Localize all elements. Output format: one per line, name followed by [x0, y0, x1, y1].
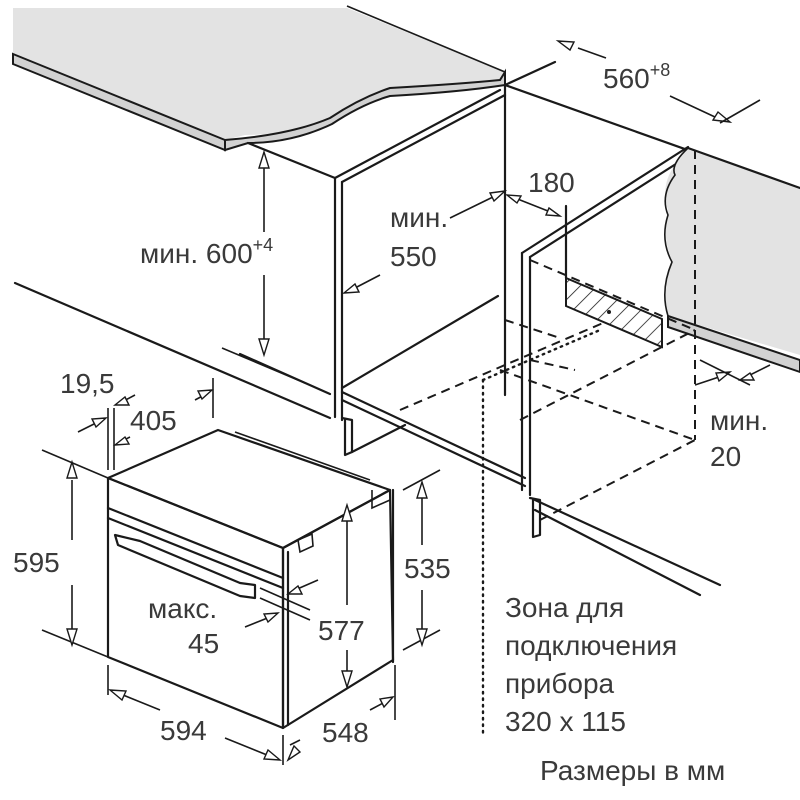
units-note: Размеры в мм — [540, 755, 725, 786]
door-gap-prefix: макс. — [148, 593, 217, 624]
left-countertop — [12, 5, 506, 152]
front-height-label: 595 — [13, 547, 60, 578]
connection-zone-line2: подключения — [505, 630, 677, 661]
niche-width-prefix: мин. — [390, 202, 448, 233]
door-gap-value: 45 — [188, 628, 219, 659]
connection-zone-graphic — [481, 204, 663, 737]
front-width-label: 594 — [160, 715, 207, 746]
body-height-label: 577 — [318, 615, 365, 646]
rear-gap-value: 20 — [710, 441, 741, 472]
front-thickness-label: 19,5 — [60, 368, 115, 399]
niche-depth-label: 560+8 — [603, 60, 670, 94]
oven — [106, 428, 395, 730]
right-cabinet — [520, 145, 692, 539]
connection-zone-line3: прибора — [505, 668, 615, 699]
body-depth-label: 548 — [322, 717, 369, 748]
dimension-labels: 560+8 мин. 600+4 мин. 550 180 мин. 20 19… — [13, 60, 768, 786]
rear-height-label: 535 — [404, 553, 451, 584]
connection-zone-line1: Зона для — [505, 592, 624, 623]
top-depth-label: 405 — [130, 405, 177, 436]
connection-zone-size: 320 x 115 — [505, 706, 626, 737]
rear-gap-prefix: мин. — [710, 405, 768, 436]
dimension-lines — [41, 40, 771, 765]
niche-width-value: 550 — [390, 241, 437, 272]
hidden-niche-outline — [399, 150, 696, 521]
niche-height-label: мин. 600+4 — [140, 235, 273, 269]
floor-lines — [13, 281, 722, 597]
right-countertop — [664, 146, 800, 374]
socket-offset-label: 180 — [528, 167, 575, 198]
